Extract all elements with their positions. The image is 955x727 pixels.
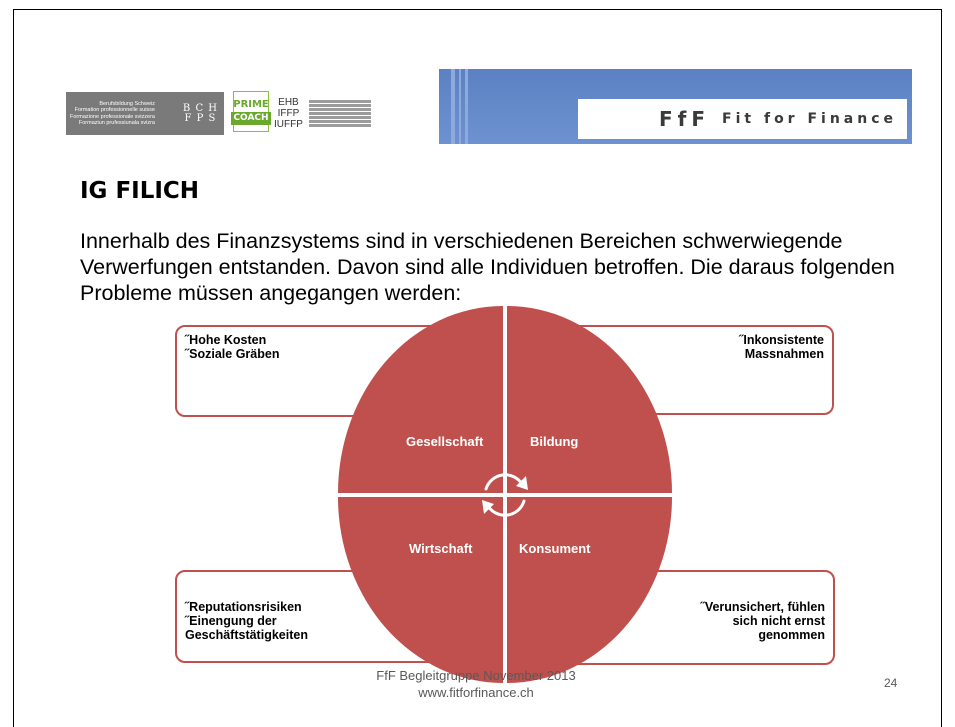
- footer: FfF Begleitgruppe November 2013 www.fitf…: [356, 667, 596, 701]
- box-item: genommen: [758, 628, 825, 642]
- berufsbildung-line: Formation professionnelle suisse: [74, 107, 155, 113]
- segmented-circle: [338, 306, 672, 683]
- berufsbildung-logo: Berufsbildung Schweiz Formation professi…: [66, 92, 224, 135]
- banner-title: FfF Fit for Finance: [578, 99, 907, 139]
- segment-konsument: [507, 497, 672, 683]
- box-item: ˝Soziale Gräben: [185, 347, 280, 361]
- footer-line: FfF Begleitgruppe November 2013: [376, 668, 576, 683]
- berufsbildung-line: Formazione professionale svizzera: [70, 113, 155, 120]
- segment-label-bildung: Bildung: [530, 434, 579, 449]
- prime-coach-logo: PRIME COACH: [231, 91, 271, 132]
- intro-paragraph: Innerhalb des Finanzsystems sind in vers…: [80, 229, 895, 305]
- segment-bildung: [507, 306, 672, 493]
- ehb-code: EHB: [278, 96, 299, 108]
- banner-ff: FfF: [659, 107, 711, 131]
- slide-title: IG FILICH: [80, 178, 200, 204]
- segment-label-gesellschaft: Gesellschaft: [406, 434, 484, 449]
- box-item: ˝Reputationsrisiken: [185, 600, 302, 614]
- berufsbildung-line: Berufsbildung Schweiz: [99, 100, 155, 107]
- berufsbildung-mono-bottom: F P S: [184, 112, 217, 124]
- box-item: sich nicht ernst: [732, 614, 825, 628]
- ehb-fine-print: [308, 99, 371, 127]
- segment-label-wirtschaft: Wirtschaft: [409, 541, 473, 556]
- coach-text: COACH: [231, 111, 271, 125]
- berufsbildung-mono-top: B C H: [182, 102, 218, 114]
- ehb-logo: EHB IFFP IUFFP: [274, 91, 404, 135]
- footer-url: www.fitforfinance.ch: [418, 685, 534, 700]
- segment-gesellschaft: [338, 306, 503, 493]
- box-item: ˝Inkonsistente: [739, 333, 824, 347]
- box-item: Geschäftstätigkeiten: [185, 628, 308, 642]
- box-item: Massnahmen: [744, 347, 824, 361]
- segment-label-konsument: Konsument: [519, 541, 591, 556]
- box-item: ˝Hohe Kosten: [185, 333, 267, 347]
- box-item: ˝Einengung der: [185, 614, 277, 628]
- ehb-code: IUFFP: [274, 118, 303, 130]
- refresh-arrows-icon: [482, 473, 528, 517]
- segment-wirtschaft: [338, 497, 503, 683]
- page-number: 24: [884, 676, 898, 690]
- box-item: ˝Verunsichert, fühlen: [700, 600, 825, 614]
- banner-name: Fit for Finance: [722, 111, 897, 127]
- ehb-code: IFFP: [277, 107, 300, 119]
- prime-text: PRIME: [233, 98, 269, 110]
- berufsbildung-line: Formaziun prufessiunala svizra: [78, 120, 155, 126]
